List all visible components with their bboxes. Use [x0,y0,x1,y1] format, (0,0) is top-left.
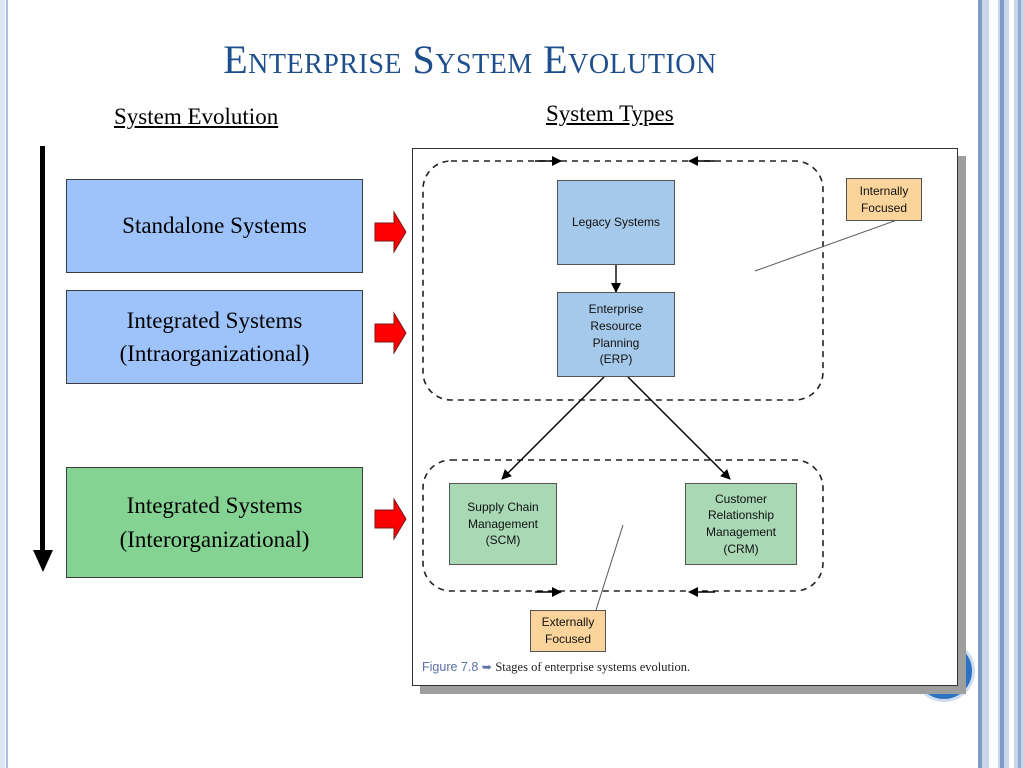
scm-box: Supply Chain Management (SCM) [449,483,557,565]
left-border-decoration [0,0,9,768]
system-evolution-heading: System Evolution [114,104,279,129]
erp-box: Enterprise Resource Planning (ERP) [557,292,675,377]
scm-label-line: (SCM) [485,533,521,548]
legacy-systems-label: Legacy Systems [571,215,661,230]
figure-connectors [422,156,898,611]
crm-label-line: Relationship [707,508,775,523]
crm-box: Customer Relationship Management (CRM) [685,483,797,565]
red-arrow-icon [374,497,407,541]
crm-label-line: (CRM) [723,541,759,556]
system-types-heading: System Types [546,101,674,126]
externally-focused-label: Externally Focused [530,610,606,652]
erp-label-line: (ERP) [599,352,633,367]
erp-label-line: Resource [590,318,642,333]
external-callout-line [595,524,624,611]
internally-focused-label: Internally Focused [846,178,922,221]
crm-label-line: Customer [714,491,767,506]
erp-label-line: Planning [592,335,640,350]
stage-integrated-interorganizational: Integrated Systems (Interorganizational) [66,467,363,578]
internally-focused-line: Focused [860,200,907,215]
evolution-down-arrow [33,146,53,572]
slide-title: Enterprise System Evolution [223,37,717,82]
crm-label-line: Management [705,525,777,539]
scm-label-line: Management [467,516,539,531]
stage-standalone-systems: Standalone Systems [66,179,363,273]
stage-label: Integrated Systems [126,307,303,333]
caption-arrow-icon: ➥ [481,660,492,674]
internally-focused-line: Internally [859,183,909,198]
erp-to-crm-arrow [627,376,731,480]
externally-focused-line: Focused [544,632,592,646]
legacy-systems-box: Legacy Systems [557,180,675,265]
figure-caption-text: Stages of enterprise systems evolution. [495,660,691,674]
scm-label-line: Supply Chain [467,500,539,515]
erp-to-scm-arrow [501,376,605,480]
internal-group-outline [422,160,824,401]
stage-sublabel: (Interorganizational) [119,526,310,552]
internal-callout-line [754,219,898,272]
red-arrow-icon [374,311,407,355]
figure-number: Figure 7.8 [422,660,479,674]
stage-label: Integrated Systems [126,493,303,519]
right-border-decoration [978,0,1024,768]
stage-integrated-intraorganizational: Integrated Systems (Intraorganizational) [66,290,363,384]
erp-label-line: Enterprise [588,302,644,317]
externally-focused-line: Externally [541,615,595,630]
red-arrow-icon [374,210,407,254]
stage-sublabel: (Intraorganizational) [119,341,310,366]
figure-caption: Figure 7.8 ➥ Stages of enterprise system… [422,660,690,675]
figure-enterprise-systems: Legacy Systems Enterprise Resource Plann… [412,148,958,686]
stage-label: Standalone Systems [122,213,307,239]
